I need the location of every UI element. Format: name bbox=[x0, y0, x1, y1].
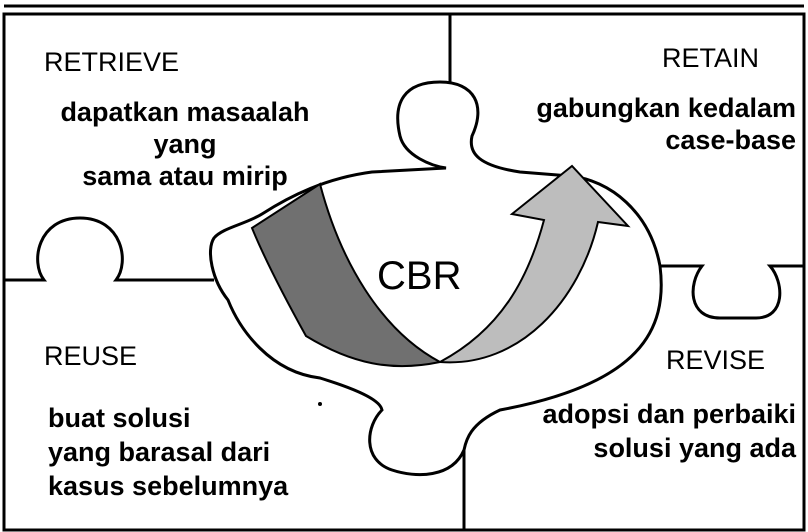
retain-title: RETAIN bbox=[662, 43, 760, 73]
speck-dot bbox=[318, 402, 322, 406]
reuse-desc-line-3: kasus sebelumnya bbox=[48, 471, 289, 501]
center-puzzle-piece bbox=[209, 80, 663, 476]
retrieve-desc-line-1: dapatkan masaalah bbox=[60, 97, 310, 127]
reuse-desc-line-2: yang barasal dari bbox=[48, 437, 271, 467]
reuse-desc-line-1: buat solusi bbox=[48, 403, 191, 433]
left-divider-with-knob bbox=[4, 216, 214, 282]
retrieve-title: RETRIEVE bbox=[44, 47, 180, 77]
retain-desc-line-1: gabungkan kedalam bbox=[536, 93, 796, 123]
retain-desc-line-2: case-base bbox=[665, 125, 796, 155]
retrieve-desc-line-2: yang bbox=[153, 129, 217, 159]
arrow-dark-segment bbox=[250, 182, 443, 368]
reuse-title: REUSE bbox=[44, 341, 138, 371]
revise-title: REVISE bbox=[666, 345, 766, 375]
revise-desc-line-2: solusi yang ada bbox=[593, 433, 796, 463]
right-divider-with-knob bbox=[660, 264, 804, 320]
revise-desc-line-1: adopsi dan perbaiki bbox=[542, 399, 796, 429]
arrow-light-segment bbox=[436, 164, 631, 364]
retrieve-desc-line-3: sama atau mirip bbox=[82, 161, 288, 191]
diagram-frame bbox=[2, 12, 806, 532]
cbr-center-label: CBR bbox=[377, 254, 462, 298]
